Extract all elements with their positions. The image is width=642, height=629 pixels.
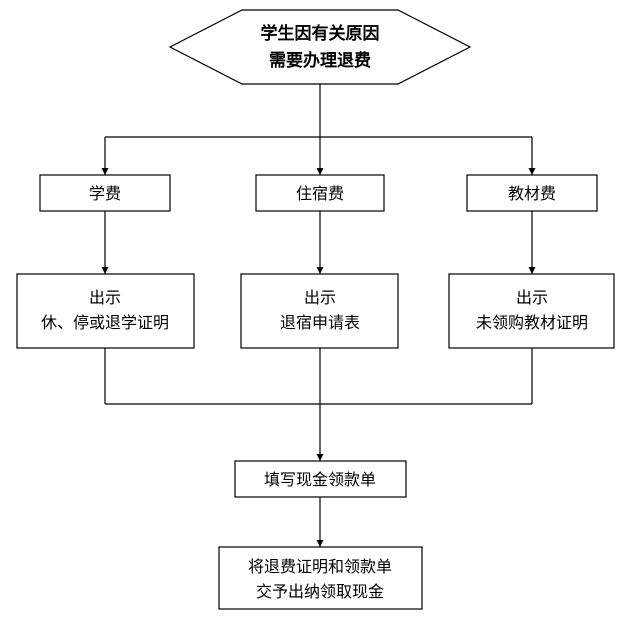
start-hexagon: [168, 9, 472, 85]
submit-node: 将退费证明和领款单 交予出纳领取现金: [218, 546, 423, 610]
start-line-1: 学生因有关原因: [261, 23, 380, 44]
fee-textbook-node: 教材费: [466, 174, 598, 212]
proof-tuition-node: 出示 休、停或退学证明: [16, 273, 195, 349]
proof-textbook-node: 出示 未领购教材证明: [448, 273, 615, 349]
fill-form-box: [234, 460, 407, 498]
proof-tuition-line-1: 出示: [89, 288, 121, 307]
proof-housing-node: 出示 退宿申请表: [240, 273, 399, 349]
fee-housing-label: 住宿费: [296, 184, 344, 203]
fee-textbook-label: 教材费: [508, 184, 556, 203]
fee-textbook-box: [466, 174, 598, 212]
proof-textbook-line-1: 出示: [516, 288, 548, 307]
fee-tuition-label: 学费: [89, 184, 121, 203]
submit-line-1: 将退费证明和领款单: [248, 557, 392, 576]
proof-housing-box: [240, 273, 399, 349]
fill-form-node: 填写现金领款单: [234, 460, 407, 498]
proof-tuition-box: [16, 273, 195, 349]
fill-form-label: 填写现金领款单: [264, 470, 376, 489]
fee-tuition-node: 学费: [39, 174, 171, 212]
fee-housing-node: 住宿费: [255, 174, 385, 212]
fee-housing-box: [255, 174, 385, 212]
connectors: [101, 84, 536, 547]
proof-housing-line-1: 出示: [304, 288, 336, 307]
proof-housing-line-2: 退宿申请表: [280, 313, 360, 332]
submit-line-2: 交予出纳领取现金: [256, 582, 384, 601]
start-node: 学生因有关原因 需要办理退费: [168, 9, 472, 85]
fee-tuition-box: [39, 174, 171, 212]
proof-textbook-line-2: 未领购教材证明: [476, 313, 588, 332]
submit-box: [218, 546, 423, 610]
start-line-2: 需要办理退费: [269, 50, 371, 71]
proof-tuition-line-2: 休、停或退学证明: [41, 313, 169, 332]
proof-textbook-box: [448, 273, 615, 349]
